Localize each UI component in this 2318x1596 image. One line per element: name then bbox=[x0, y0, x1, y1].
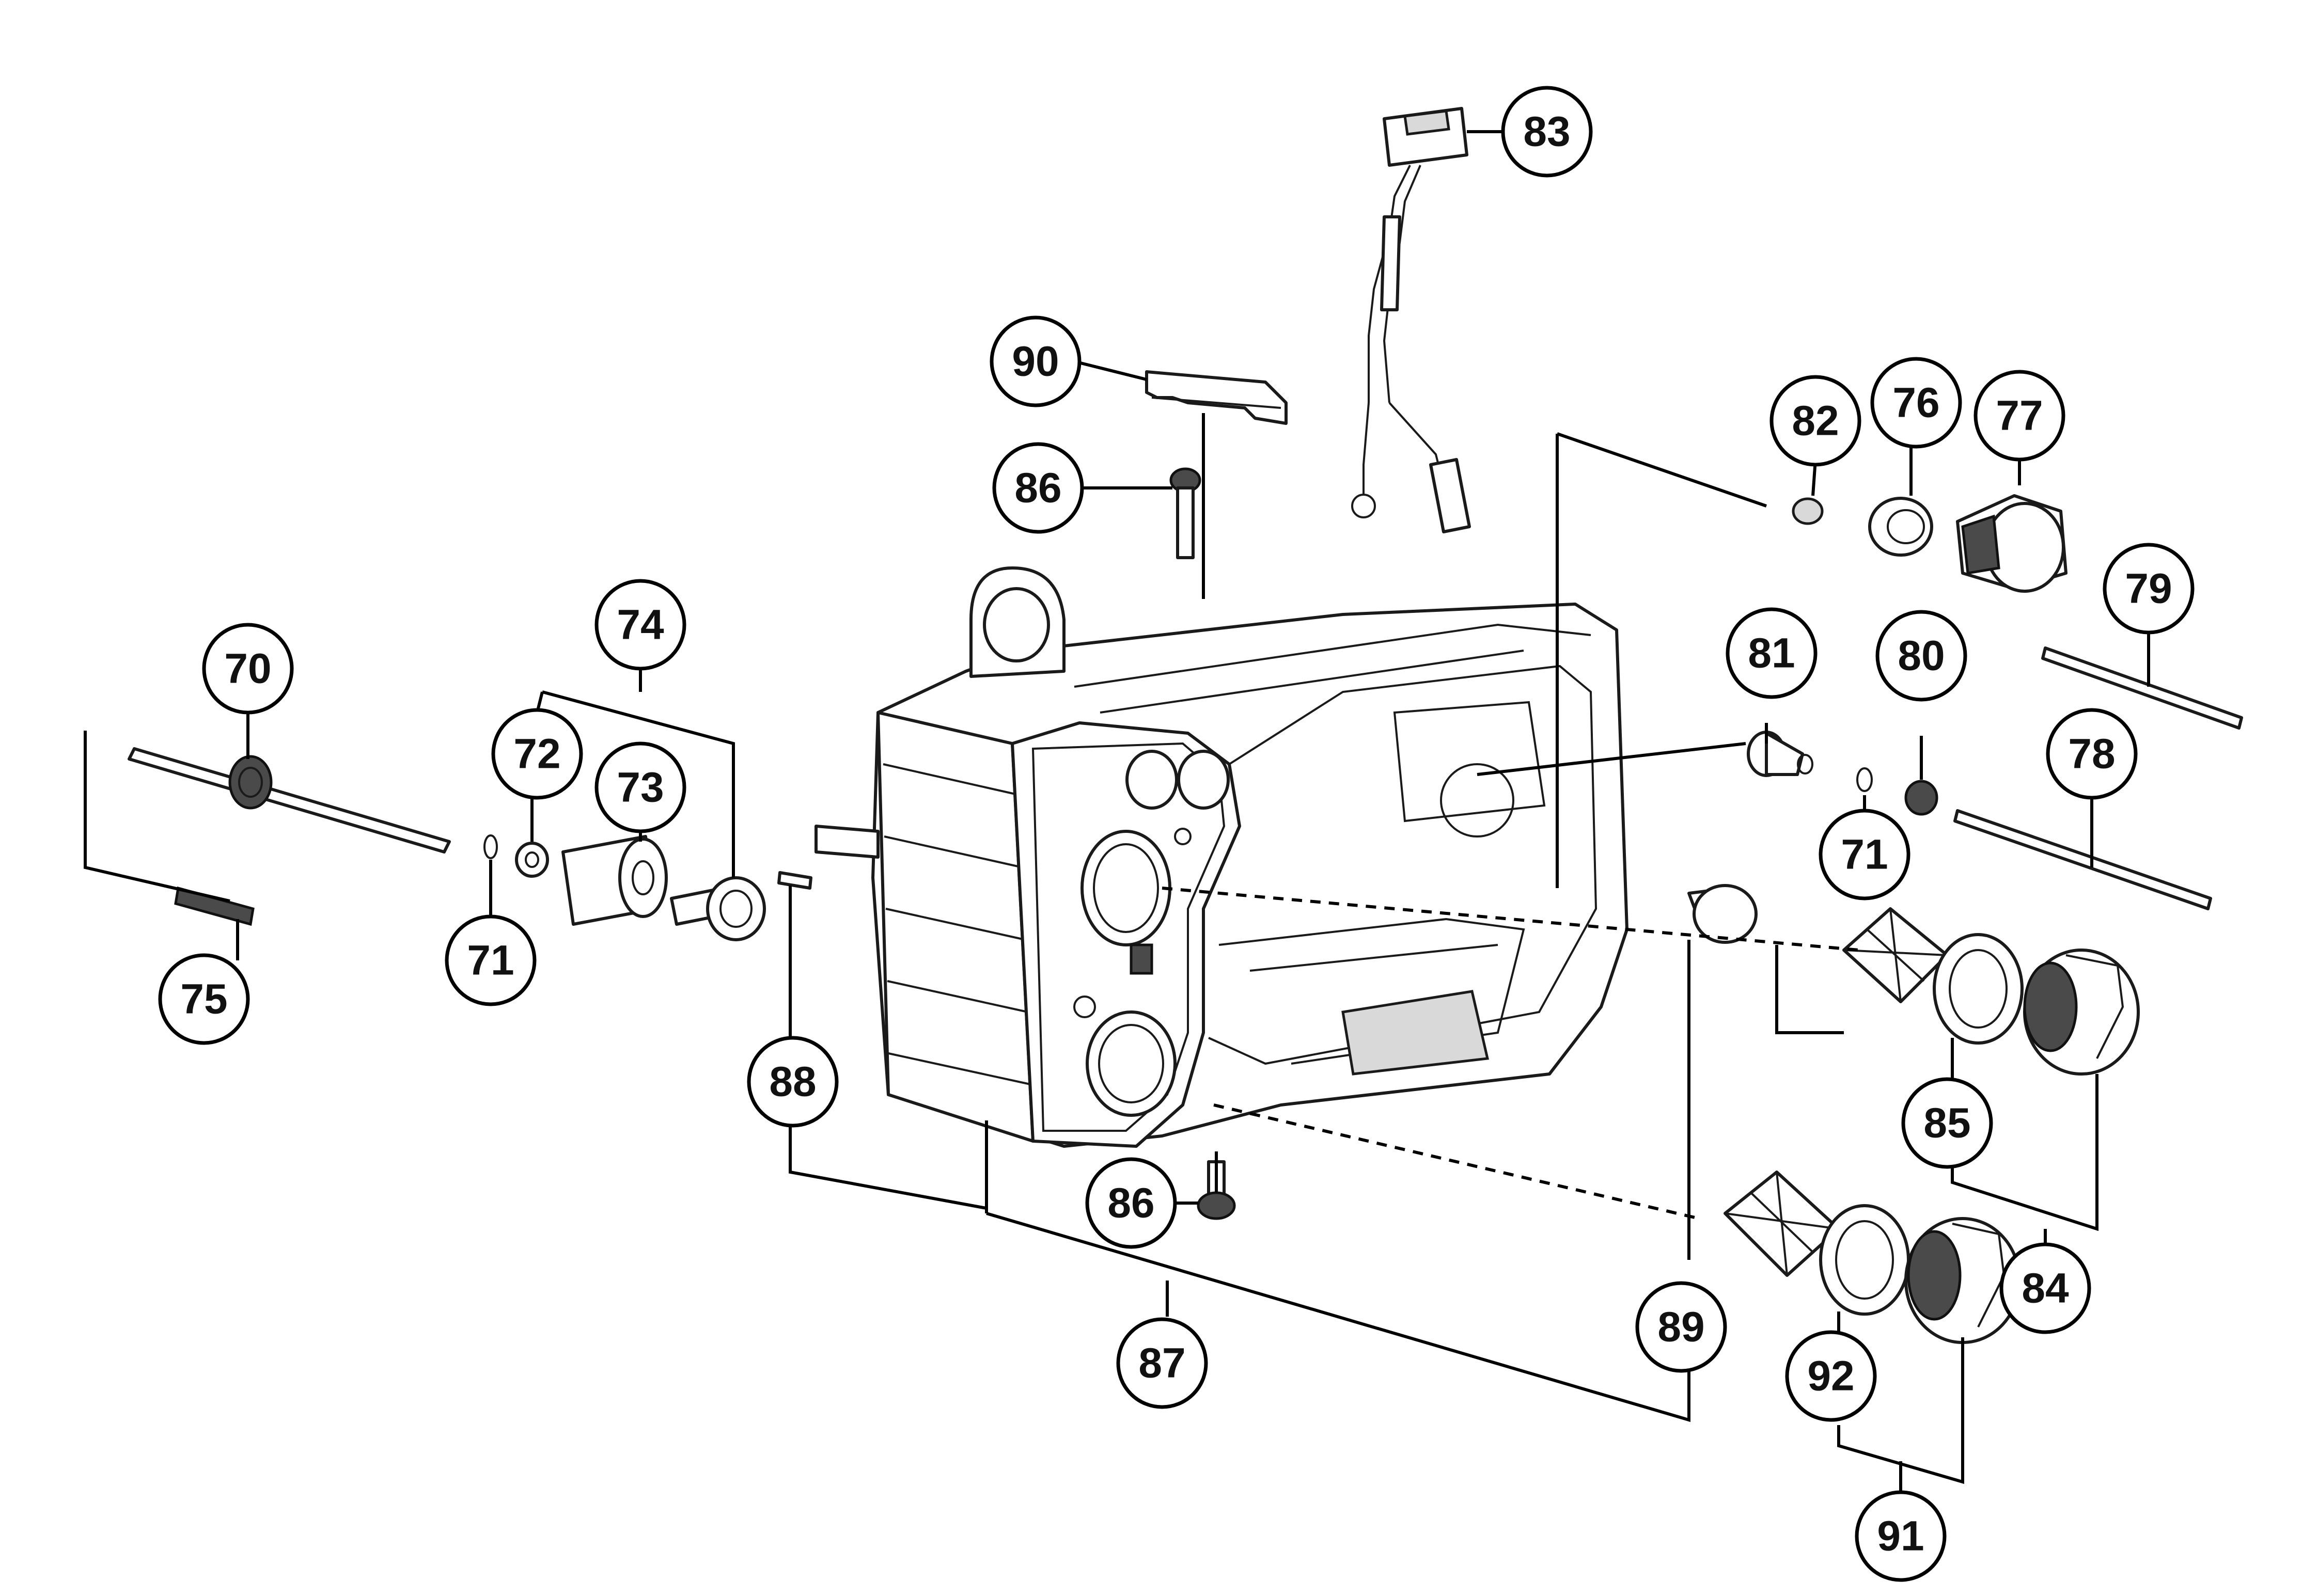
washer-72 bbox=[515, 842, 549, 878]
callout-92-label: 92 bbox=[1807, 1353, 1854, 1400]
callout-89-label: 89 bbox=[1657, 1304, 1704, 1351]
callout-79-label: 79 bbox=[2125, 565, 2172, 612]
callout-83-label: 83 bbox=[1523, 108, 1570, 155]
fitting-80 bbox=[1904, 780, 1938, 816]
callout-80: 80 bbox=[1875, 610, 1967, 702]
callout-82: 82 bbox=[1769, 375, 1861, 467]
bushing-73 bbox=[561, 835, 668, 926]
callout-79: 79 bbox=[2103, 543, 2195, 635]
fitting-82 bbox=[1792, 497, 1824, 525]
callout-75: 75 bbox=[158, 953, 250, 1045]
callout-81-label: 81 bbox=[1748, 630, 1795, 677]
gasket-92 bbox=[1819, 1204, 1910, 1316]
leader-lines bbox=[84, 130, 2150, 1497]
bushing-89 bbox=[1687, 884, 1758, 944]
pin-88 bbox=[777, 871, 812, 890]
callout-84-label: 84 bbox=[2022, 1265, 2069, 1312]
callout-75-label: 75 bbox=[180, 976, 227, 1023]
callout-76: 76 bbox=[1870, 357, 1962, 449]
callout-74-label: 74 bbox=[617, 602, 664, 649]
rod-78 bbox=[1953, 809, 2212, 910]
callout-72-label: 72 bbox=[513, 731, 560, 778]
callout-87: 87 bbox=[1116, 1317, 1208, 1409]
callout-74: 74 bbox=[594, 579, 686, 671]
callout-91-label: 91 bbox=[1877, 1513, 1924, 1560]
gasket-85 bbox=[1933, 933, 2024, 1045]
callout-71-left: 71 bbox=[445, 914, 537, 1006]
callout-88: 88 bbox=[747, 1036, 839, 1128]
callout-80-label: 80 bbox=[1898, 633, 1945, 680]
rod-79 bbox=[2041, 646, 2243, 730]
callout-86-top: 86 bbox=[992, 442, 1084, 534]
callout-89: 89 bbox=[1635, 1281, 1727, 1373]
shaft-assembly-70 bbox=[128, 747, 451, 854]
callout-73: 73 bbox=[594, 741, 686, 833]
callout-86-top-label: 86 bbox=[1014, 465, 1061, 512]
callout-82-label: 82 bbox=[1792, 398, 1839, 445]
callout-81: 81 bbox=[1726, 607, 1818, 699]
switch-harness-83 bbox=[1351, 107, 1471, 533]
cap-77 bbox=[1956, 494, 2068, 593]
callout-73-label: 73 bbox=[617, 764, 664, 811]
callout-71-right: 71 bbox=[1819, 809, 1910, 900]
valve-plug-91-lower bbox=[1904, 1217, 2021, 1344]
stud-75 bbox=[174, 886, 255, 926]
callout-87-label: 87 bbox=[1138, 1340, 1185, 1387]
callout-78: 78 bbox=[2046, 708, 2138, 800]
fitting-81 bbox=[1747, 731, 1813, 777]
callout-71-right-label: 71 bbox=[1841, 831, 1888, 878]
callout-90: 90 bbox=[990, 315, 1082, 407]
callout-78-label: 78 bbox=[2068, 731, 2115, 778]
callout-76-label: 76 bbox=[1892, 380, 1939, 426]
valve-plug-84-upper bbox=[2023, 949, 2140, 1076]
callout-86-bottom: 86 bbox=[1085, 1157, 1177, 1249]
callout-72: 72 bbox=[491, 708, 583, 800]
bolt-86-top bbox=[1169, 467, 1201, 559]
callout-86-bottom-label: 86 bbox=[1107, 1180, 1154, 1227]
callout-91: 91 bbox=[1855, 1490, 1947, 1582]
bracket-90 bbox=[1145, 370, 1288, 425]
callout-70: 70 bbox=[202, 623, 294, 715]
callout-88-label: 88 bbox=[769, 1058, 816, 1105]
plunger-74 bbox=[670, 876, 766, 941]
callout-90-label: 90 bbox=[1012, 338, 1059, 385]
callout-71-left-label: 71 bbox=[467, 937, 514, 984]
callout-83: 83 bbox=[1501, 86, 1593, 178]
pump-housing bbox=[815, 566, 1628, 1148]
callout-92: 92 bbox=[1785, 1330, 1877, 1422]
o-ring-71-left bbox=[483, 834, 498, 859]
callout-85-label: 85 bbox=[1923, 1100, 1970, 1147]
callout-84: 84 bbox=[1999, 1242, 2091, 1334]
callout-77-label: 77 bbox=[1996, 392, 2043, 439]
callout-70-label: 70 bbox=[224, 645, 271, 692]
valve-cage-84-upper bbox=[1842, 907, 1949, 1003]
o-ring-71-right bbox=[1856, 767, 1873, 792]
callout-77: 77 bbox=[1974, 370, 2065, 462]
callout-85: 85 bbox=[1901, 1077, 1993, 1169]
nut-76 bbox=[1868, 497, 1933, 557]
